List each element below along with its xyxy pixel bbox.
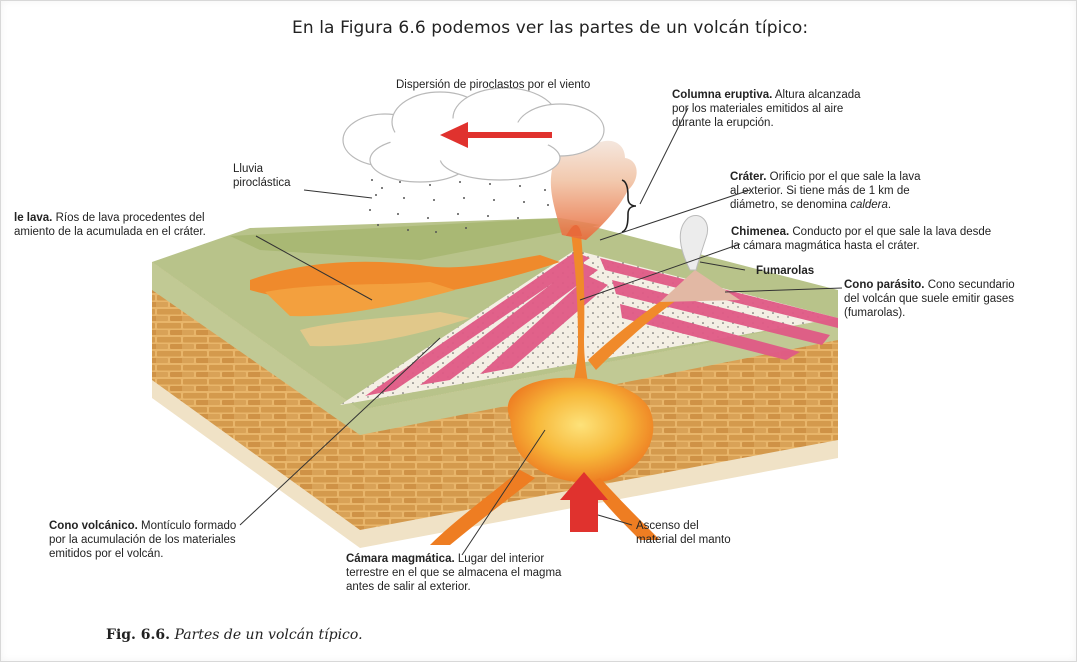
- lava-title: le lava.: [14, 212, 53, 224]
- cone-strata: [365, 252, 838, 396]
- pyroclastic-rain: [369, 179, 549, 233]
- label-columna-eruptiva: Columna eruptiva. Altura alcanzada por l…: [672, 88, 912, 130]
- main-conduit: [570, 225, 590, 395]
- camara-text: Lugar del interior: [454, 553, 545, 565]
- eruptive-column: [550, 140, 637, 240]
- height-bracket: [621, 179, 637, 233]
- camara-text-3: antes de salir al exterior.: [346, 581, 471, 593]
- cono-text-2: por la acumulación de los materiales: [49, 534, 236, 546]
- label-lluvia-piroclastica: Lluvia piroclástica: [233, 162, 291, 190]
- block-left-face: [152, 262, 360, 545]
- parasitic-cone: [660, 270, 740, 302]
- crater-text-3a: diámetro, se denomina: [730, 199, 851, 211]
- crater-title: Cráter.: [730, 171, 767, 183]
- chimenea-title: Chimenea.: [731, 226, 790, 238]
- camara-text-2: terrestre en el que se almacena el magma: [346, 567, 562, 579]
- chimenea-text-2: la cámara magmática hasta el cráter.: [731, 240, 920, 252]
- intro-heading: En la Figura 6.6 podemos ver las partes …: [292, 18, 809, 38]
- figure-caption: Fig. 6.6. Partes de un volcán típico.: [106, 627, 363, 643]
- leader-lines: [239, 107, 843, 556]
- ascenso-line-1: Ascenso del: [636, 520, 699, 532]
- label-crater: Cráter. Orificio por el que sale la lava…: [730, 170, 970, 212]
- magma-chamber-shape: [507, 377, 654, 483]
- columna-title: Columna eruptiva.: [672, 89, 773, 101]
- columna-text-2: por los materiales emitidos al aire: [672, 103, 844, 115]
- cono-title: Cono volcánico.: [49, 520, 138, 532]
- lava-text: Ríos de lava procedentes del: [52, 212, 205, 224]
- chimenea-text: Conducto por el que sale la lava desde: [789, 226, 992, 238]
- label-camara-magmatica: Cámara magmática. Lugar del interior ter…: [346, 552, 636, 594]
- label-coladas-lava: le lava. Ríos de lava procedentes del am…: [14, 211, 264, 239]
- lava-flows: [250, 255, 560, 347]
- label-ascenso: Ascenso del material del manto: [636, 519, 731, 547]
- crater-text-3c: .: [887, 199, 892, 211]
- columna-text: Altura alcanzada: [772, 89, 861, 101]
- ascent-arrow: [560, 472, 608, 532]
- label-dispersion: Dispersión de piroclastos por el viento: [396, 79, 591, 91]
- parasito-text-3: (fumarolas).: [844, 307, 906, 319]
- columna-text-3: durante la erupción.: [672, 117, 774, 129]
- label-cono-volcanico: Cono volcánico. Montículo formado por la…: [49, 519, 299, 561]
- fumarole-plume: [679, 215, 708, 271]
- lava-text-2: amiento de la acumulada en el cráter.: [14, 226, 206, 238]
- label-cono-parasito: Cono parásito. Cono secundario del volcá…: [844, 278, 1064, 320]
- parasito-title: Cono parásito.: [844, 279, 925, 291]
- camara-title: Cámara magmática.: [346, 553, 455, 565]
- caption-number: Fig. 6.6.: [106, 627, 171, 643]
- label-fumarolas: Fumarolas: [756, 264, 814, 278]
- crater-text-2: al exterior. Si tiene más de 1 km de: [730, 185, 910, 197]
- label-chimenea: Chimenea. Conducto por el que sale la la…: [731, 225, 1051, 253]
- caption-text: Partes de un volcán típico.: [170, 627, 363, 643]
- ascenso-line-2: material del manto: [636, 534, 731, 546]
- cono-text: Montículo formado: [137, 520, 237, 532]
- parasito-text-2: del volcán que suele emitir gases: [844, 293, 1015, 305]
- parasito-text: Cono secundario: [924, 279, 1015, 291]
- cono-text-3: emitidos por el volcán.: [49, 548, 164, 560]
- fumarolas-title: Fumarolas: [756, 265, 815, 277]
- secondary-conduit: [588, 282, 695, 370]
- lluvia-line-1: Lluvia: [233, 163, 264, 175]
- crater-text: Orificio por el que sale la lava: [766, 171, 921, 183]
- crater-caldera: caldera: [850, 199, 888, 211]
- lluvia-line-2: piroclástica: [233, 177, 291, 189]
